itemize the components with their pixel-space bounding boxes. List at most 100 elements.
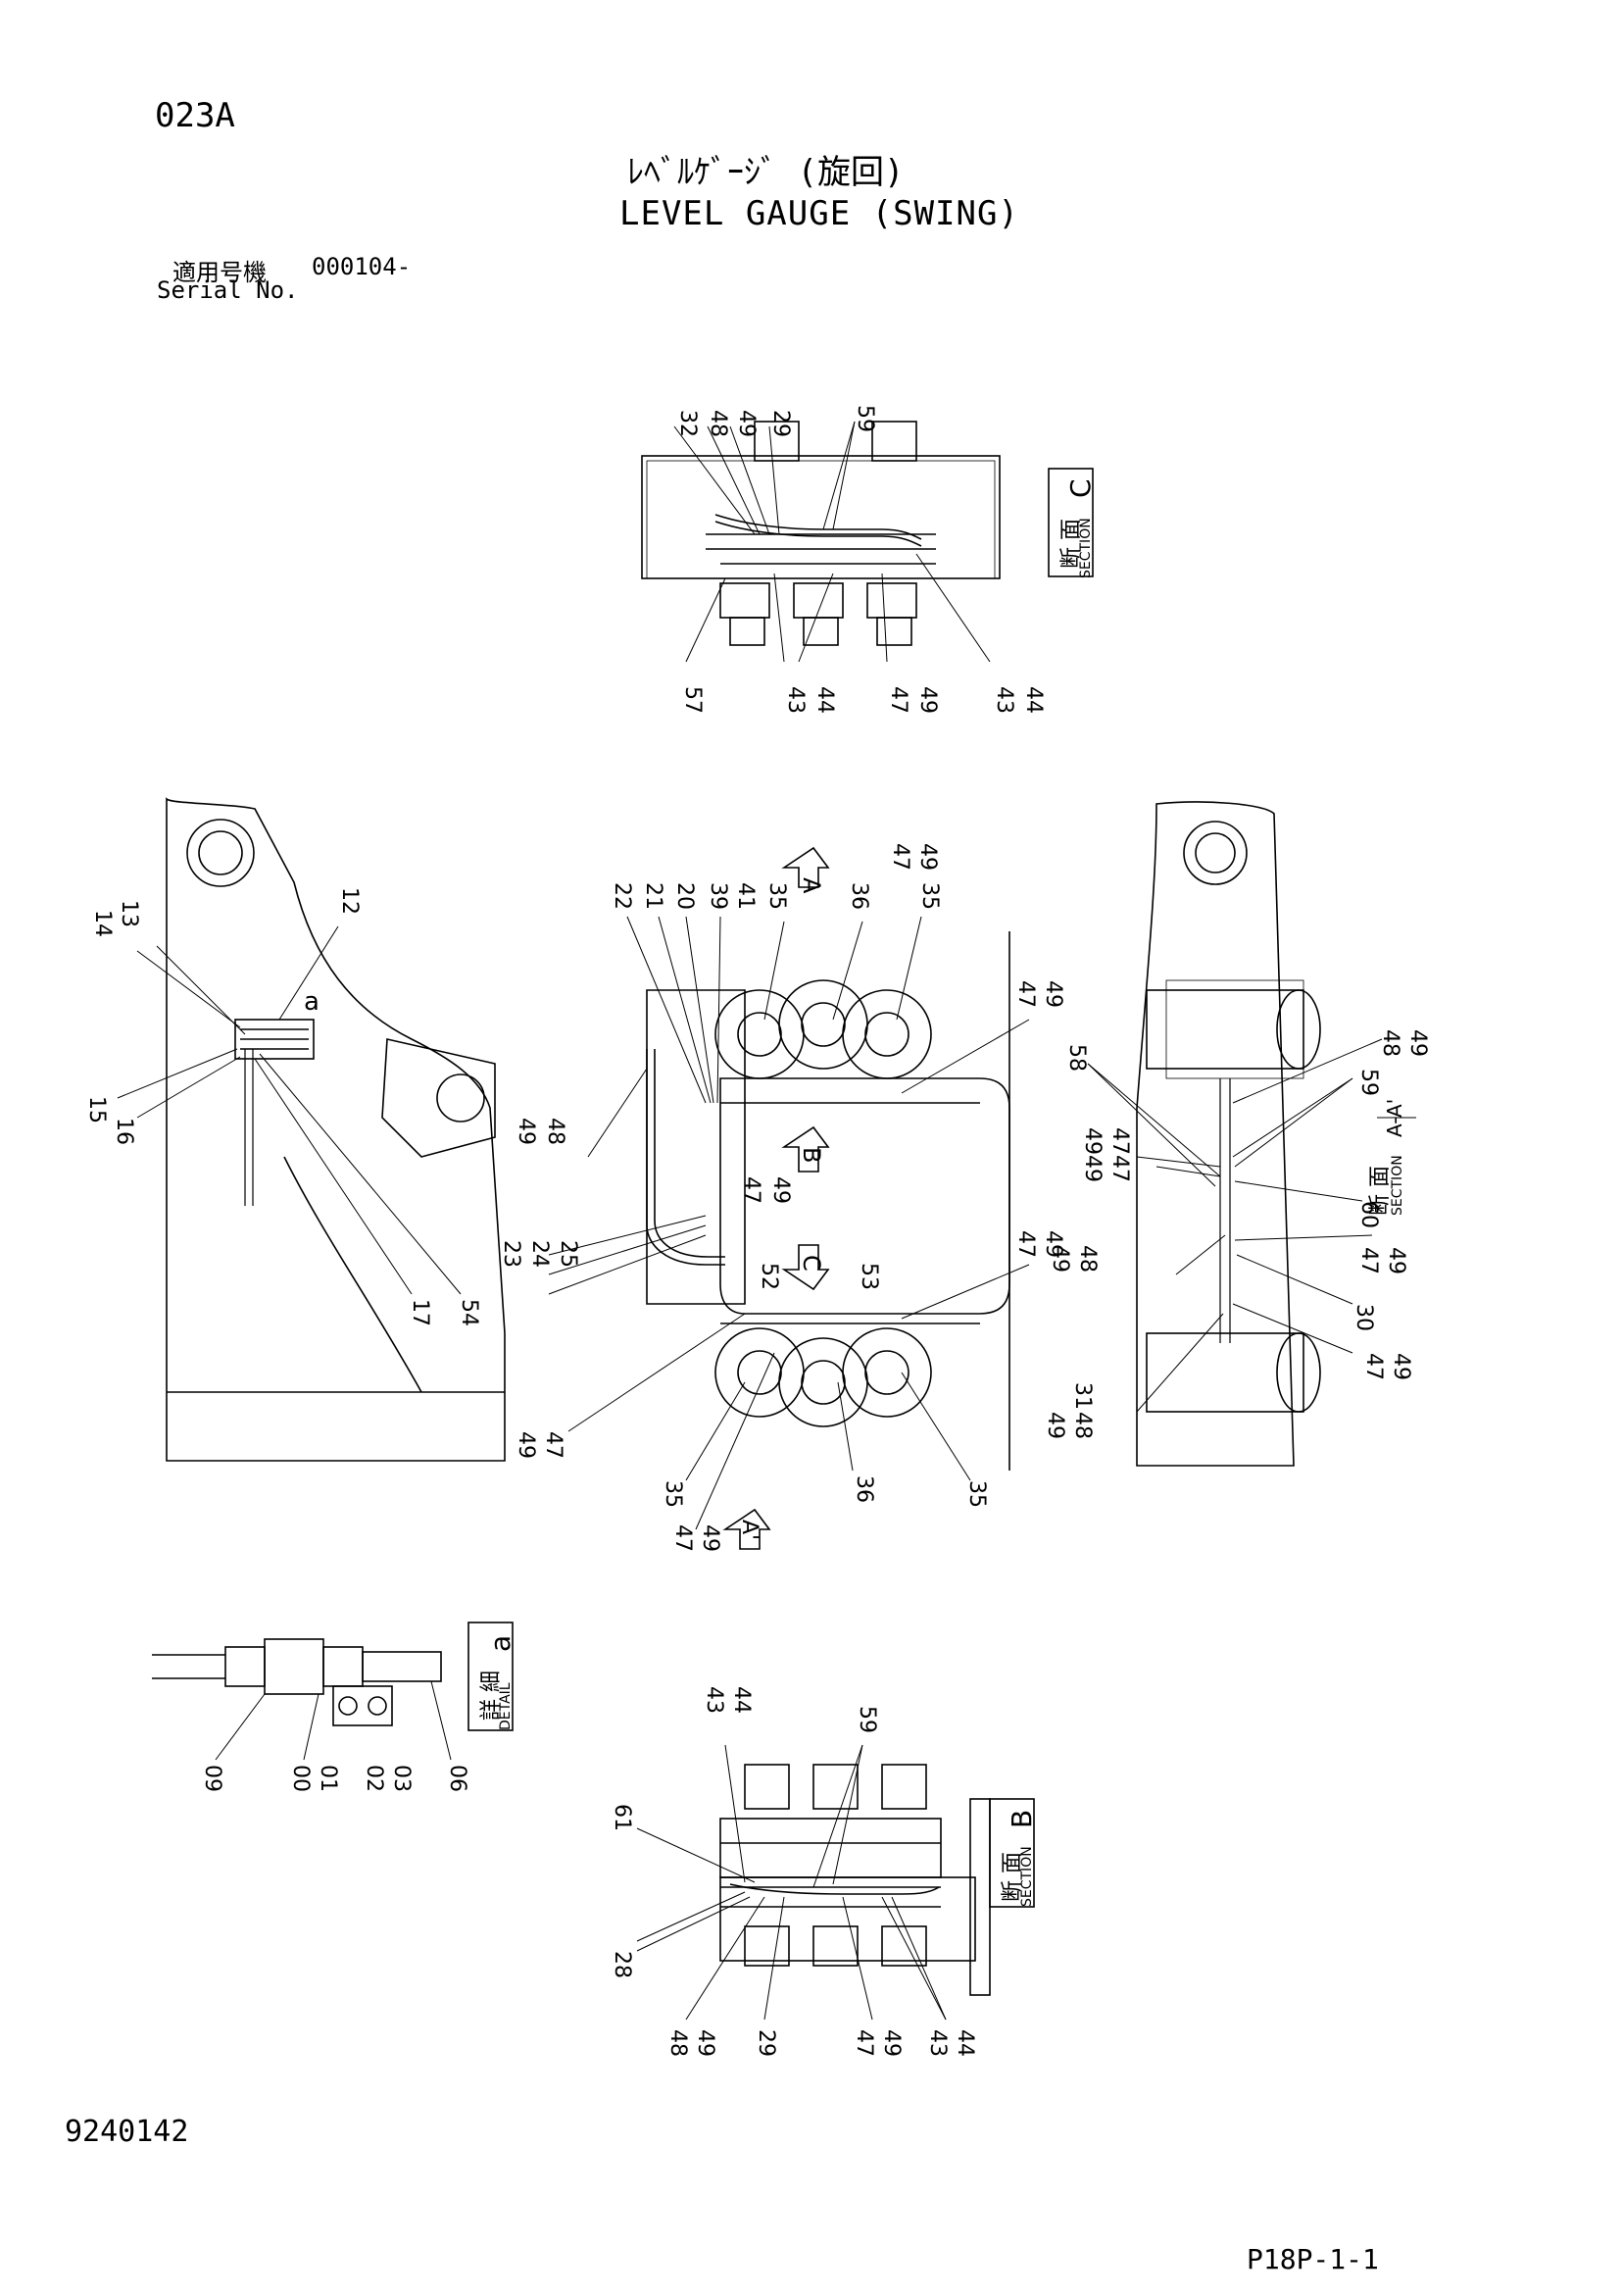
callout-aa-48c: 48 — [1075, 1245, 1100, 1273]
detail-en: DETAIL — [498, 1682, 514, 1730]
callout-b-44b: 44 — [953, 2029, 977, 2057]
callout-m-23: 23 — [499, 1240, 523, 1268]
callout-c-49: 49 — [734, 410, 759, 437]
callout-aa-49d: 49 — [1389, 1353, 1413, 1380]
callout-m-49e: 49 — [1041, 1230, 1065, 1258]
callout-m-35d: 35 — [964, 1480, 989, 1508]
callout-c-44a: 44 — [812, 686, 837, 714]
callout-l-17: 17 — [408, 1299, 432, 1326]
callout-c-29: 29 — [768, 410, 793, 437]
left-side-view — [117, 797, 506, 1462]
section-b-en: SECTION — [1019, 1846, 1035, 1907]
callout-b-47: 47 — [852, 2029, 876, 2057]
callout-c-32: 32 — [675, 410, 700, 437]
callout-l-14: 14 — [90, 910, 115, 937]
callout-aa-47d: 47 — [1361, 1353, 1386, 1380]
callout-aa-4949: 4949 — [1080, 1127, 1105, 1182]
callout-m-53: 53 — [857, 1263, 881, 1290]
title-english: LEVEL GAUGE (SWING) — [619, 194, 1019, 233]
callout-b-49a: 49 — [693, 2029, 717, 2057]
callout-m-49c: 49 — [514, 1118, 538, 1145]
callout-b-29: 29 — [754, 2029, 778, 2057]
callout-d-06: 06 — [445, 1765, 469, 1792]
section-aa-view — [1087, 801, 1416, 1467]
callout-aa-58: 58 — [1064, 1044, 1089, 1072]
callout-m-36a: 36 — [847, 882, 871, 910]
document-number: 9240142 — [65, 2115, 189, 2149]
marker-c: C — [798, 1255, 825, 1272]
marker-a-bottom: A' — [737, 1520, 762, 1540]
callout-c-48: 48 — [706, 410, 730, 437]
callout-aa-31: 31 — [1070, 1382, 1095, 1410]
detail-a-view — [152, 1622, 514, 1761]
callout-b-43b: 43 — [925, 2029, 950, 2057]
callout-b-61: 61 — [610, 1804, 634, 1831]
callout-d-03: 03 — [389, 1765, 414, 1792]
section-aa-letter: A-A' — [1383, 1099, 1406, 1137]
callout-b-48: 48 — [665, 2029, 690, 2057]
callout-aa-59: 59 — [1356, 1069, 1381, 1096]
serial-value: 000104- — [312, 253, 412, 280]
detail-letter: a — [484, 1635, 516, 1652]
section-c-jp: 断 面 — [1059, 519, 1084, 569]
callout-d-00: 00 — [288, 1765, 313, 1792]
section-b-view — [636, 1744, 1035, 2021]
callout-m-35c: 35 — [661, 1480, 685, 1508]
title-japanese: ﾚﾍﾞﾙｹﾞｰｼﾞ (旋回) — [627, 153, 905, 192]
marker-detail-a: a — [304, 987, 319, 1017]
callout-aa-49c: 49 — [1048, 1245, 1072, 1273]
main-plan-view — [548, 846, 1030, 1550]
section-c-en: SECTION — [1078, 518, 1094, 578]
callout-l-13: 13 — [117, 900, 141, 927]
callout-m-21: 21 — [641, 882, 665, 910]
callout-c-44b: 44 — [1021, 686, 1046, 714]
callout-aa-49e: 49 — [1043, 1412, 1067, 1439]
callout-m-47b: 47 — [1013, 980, 1038, 1008]
serial-label-english: Serial No. — [157, 276, 299, 304]
callout-m-25: 25 — [556, 1240, 580, 1268]
section-b-jp: 断 面 — [1001, 1852, 1025, 1902]
callout-m-49d: 49 — [768, 1176, 793, 1204]
callout-aa-49a: 49 — [1405, 1029, 1430, 1057]
callout-m-47d: 47 — [739, 1176, 763, 1204]
callout-m-41: 41 — [733, 882, 758, 910]
marker-b: B — [798, 1147, 825, 1163]
callout-c-47: 47 — [886, 686, 910, 714]
callout-l-15: 15 — [84, 1096, 109, 1123]
callout-aa-48a: 48 — [1378, 1029, 1402, 1057]
callout-m-35a: 35 — [764, 882, 789, 910]
callout-m-49b: 49 — [1041, 980, 1065, 1008]
callout-d-01: 01 — [316, 1765, 340, 1792]
callout-aa-60: 60 — [1356, 1201, 1381, 1228]
callout-aa-48e: 48 — [1070, 1412, 1095, 1439]
callout-l-54: 54 — [457, 1299, 481, 1326]
callout-b-49b: 49 — [879, 2029, 904, 2057]
page-reference: P18P-1-1 — [1247, 2243, 1379, 2275]
callout-m-39: 39 — [706, 882, 730, 910]
marker-a-top: A — [798, 877, 825, 894]
page-code: 023A — [155, 96, 235, 135]
section-c-letter: C — [1064, 478, 1097, 498]
callout-c-57: 57 — [680, 686, 705, 714]
callout-m-35b: 35 — [917, 882, 942, 910]
callout-l-12: 12 — [337, 887, 362, 915]
callout-l-16: 16 — [112, 1118, 136, 1145]
detail-jp: 詳 細 — [479, 1671, 504, 1721]
callout-c-43a: 43 — [783, 686, 808, 714]
section-c-view — [641, 421, 1094, 663]
callout-b-44a: 44 — [729, 1686, 754, 1714]
section-b-letter: B — [1006, 1810, 1038, 1828]
callout-m-22: 22 — [610, 882, 634, 910]
callout-d-02: 02 — [362, 1765, 386, 1792]
callout-m-20: 20 — [672, 882, 697, 910]
callout-c-59: 59 — [853, 405, 877, 432]
callout-d-09: 09 — [200, 1765, 224, 1792]
callout-b-28: 28 — [610, 1951, 634, 1978]
callout-c-49b: 49 — [915, 686, 940, 714]
callout-aa-30: 30 — [1352, 1304, 1376, 1331]
serial-label-japanese: 適用号機 — [172, 259, 267, 286]
callout-aa-4747: 4747 — [1107, 1127, 1132, 1182]
callout-m-47f: 47 — [541, 1431, 565, 1459]
callout-m-36b: 36 — [852, 1475, 876, 1503]
